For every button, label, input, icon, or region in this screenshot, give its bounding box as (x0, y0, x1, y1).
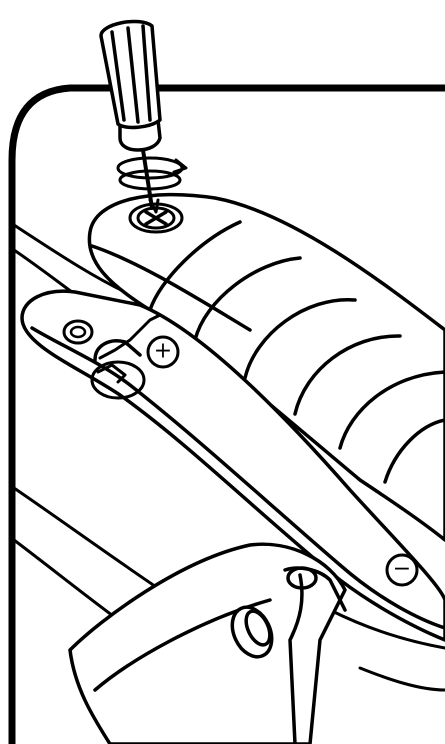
positive-label: + (154, 339, 172, 364)
screwdriver-icon (99, 19, 162, 214)
negative-terminal: − (385, 553, 419, 587)
lower-housing (68, 542, 347, 744)
rotation-arrow-icon (116, 156, 188, 191)
positive-terminal: + (146, 335, 180, 369)
battery (20, 289, 445, 642)
negative-label: − (393, 557, 411, 582)
